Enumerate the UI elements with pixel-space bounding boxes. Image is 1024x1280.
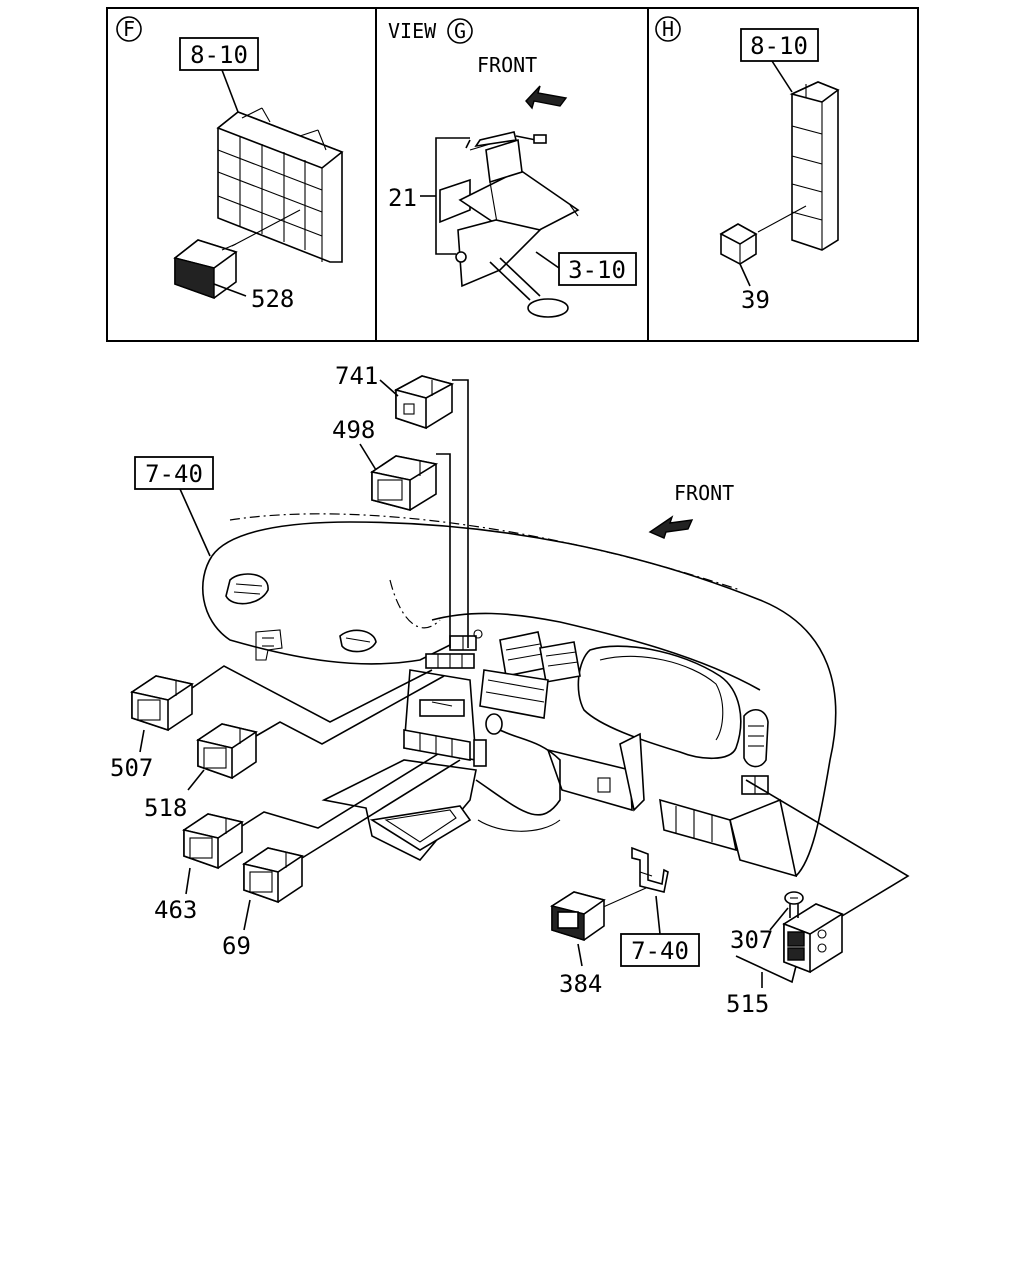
part-label-515[interactable]: 515 (726, 990, 769, 1018)
part-label-741[interactable]: 741 (335, 362, 378, 390)
part-label-463[interactable]: 463 (154, 896, 197, 924)
main-ref-box-bottom[interactable]: 7-40 (620, 933, 700, 967)
panel-f-marker: F (116, 16, 142, 42)
svg-text:3-10: 3-10 (568, 256, 626, 284)
switch-515[interactable] (782, 903, 844, 974)
svg-text:G: G (454, 19, 466, 43)
panel-g-view-label: VIEW (388, 19, 437, 43)
switch-498[interactable] (369, 455, 439, 512)
relay-39[interactable] (719, 223, 758, 265)
svg-text:7-40: 7-40 (631, 937, 689, 965)
part-label-39[interactable]: 39 (741, 286, 770, 314)
panel-f: F 8-10 (116, 16, 344, 313)
panel-h: H 8-10 39 (655, 16, 840, 314)
relay-box-body (216, 107, 344, 263)
panel-g-front-arrow (525, 85, 568, 110)
part-label-21[interactable]: 21 (388, 184, 417, 212)
part-label-507[interactable]: 507 (110, 754, 153, 782)
switch-507[interactable] (129, 675, 195, 732)
svg-text:8-10: 8-10 (750, 32, 808, 60)
part-label-307[interactable]: 307 (730, 926, 773, 954)
svg-text:F: F (123, 17, 135, 41)
panel-g: VIEW G FRONT 21 (388, 18, 637, 318)
part-label-528[interactable]: 528 (251, 285, 294, 313)
panel-g-ref-box[interactable]: 3-10 (558, 252, 637, 286)
main-front-label: FRONT (674, 481, 734, 505)
bracket-384 (631, 846, 669, 893)
part-label-518[interactable]: 518 (144, 794, 187, 822)
switch-741[interactable] (393, 375, 455, 430)
svg-text:H: H (662, 17, 674, 41)
part-label-69[interactable]: 69 (222, 932, 251, 960)
panel-g-marker: G (447, 18, 473, 44)
switch-518[interactable] (196, 723, 258, 780)
part-label-384[interactable]: 384 (559, 970, 602, 998)
switch-384[interactable] (549, 891, 606, 941)
panel-h-ref-box[interactable]: 8-10 (740, 28, 819, 62)
panel-g-front-label: FRONT (477, 53, 537, 77)
main-diagram: 7-40 FRONT (110, 362, 910, 1018)
svg-text:7-40: 7-40 (145, 460, 203, 488)
switch-69[interactable] (242, 847, 304, 904)
part-label-498[interactable]: 498 (332, 416, 375, 444)
svg-text:8-10: 8-10 (190, 41, 248, 69)
pedal-bracket-assembly (439, 131, 580, 318)
main-ref-box-top[interactable]: 7-40 (134, 456, 214, 490)
relay-528[interactable] (173, 239, 238, 299)
panel-h-marker: H (655, 16, 681, 42)
main-front-arrow (648, 515, 694, 539)
junction-block (789, 81, 840, 251)
screw-307[interactable] (784, 891, 804, 918)
panel-f-ref-box[interactable]: 8-10 (179, 37, 259, 71)
dashboard (201, 513, 837, 878)
switch-463[interactable] (182, 813, 244, 870)
